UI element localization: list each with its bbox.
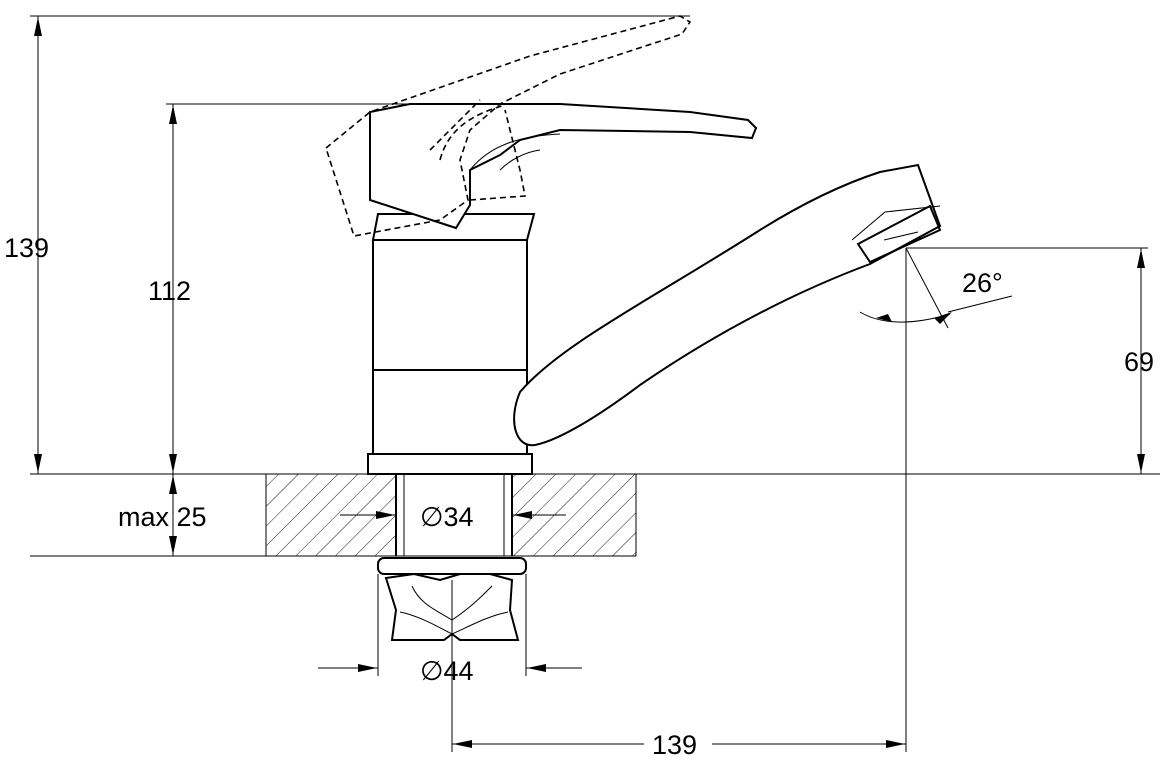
spout bbox=[513, 163, 942, 447]
lever-handle-raised-dashed bbox=[325, 15, 692, 237]
dim-spout-reach: 139 bbox=[451, 248, 907, 760]
faucet-body bbox=[367, 213, 536, 475]
dim-total-height-label: 139 bbox=[4, 233, 49, 263]
dim-spout-height: 69 bbox=[906, 247, 1154, 474]
lever-handle bbox=[369, 103, 758, 230]
dim-nut-diameter: ∅44 bbox=[318, 574, 582, 686]
dim-max-thickness: max 25 bbox=[118, 474, 207, 556]
dim-hole-diameter-label: ∅34 bbox=[420, 502, 474, 532]
dim-spout-height-label: 69 bbox=[1124, 347, 1154, 377]
dim-max-thickness-label: max 25 bbox=[118, 502, 207, 532]
dim-spout-angle-label: 26° bbox=[962, 268, 1003, 298]
dim-body-height-label: 112 bbox=[148, 276, 191, 306]
dim-spout-angle: 26° bbox=[859, 247, 1013, 329]
dim-spout-reach-label: 139 bbox=[652, 730, 697, 760]
dim-nut-diameter-label: ∅44 bbox=[420, 656, 474, 686]
dim-total-height: 139 bbox=[4, 15, 690, 474]
dim-body-height: 112 bbox=[148, 103, 560, 474]
dim-hole-diameter: ∅34 bbox=[340, 502, 566, 532]
